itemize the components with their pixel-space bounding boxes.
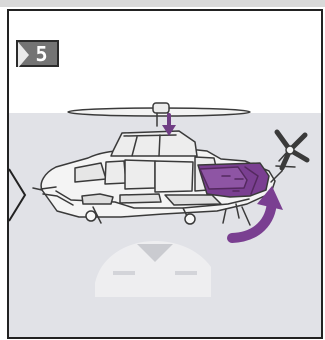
instruction-panel: 5 xyxy=(7,9,323,339)
background-watermark xyxy=(95,241,211,297)
page-fold-mark xyxy=(9,169,25,221)
top-strip xyxy=(0,0,325,7)
helicopter-illustration xyxy=(9,11,321,337)
